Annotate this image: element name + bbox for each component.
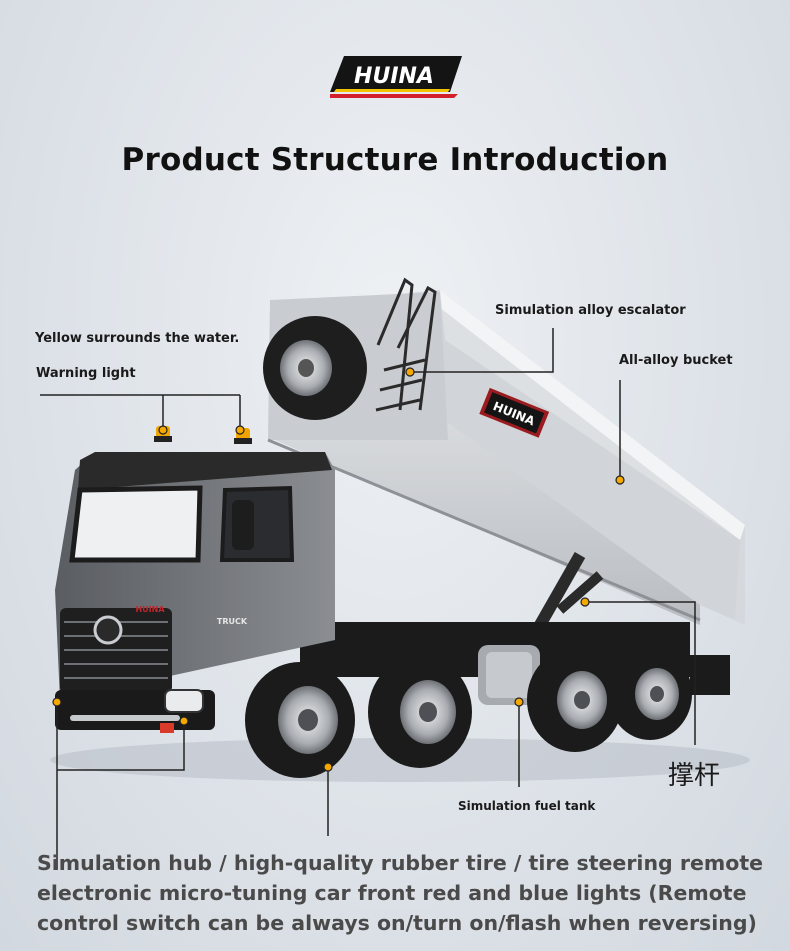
label-bucket: All-alloy bucket <box>619 353 733 368</box>
wheels <box>245 648 692 778</box>
callout-leader-lines <box>40 328 696 870</box>
huina-logo: HUINA <box>330 56 462 98</box>
dump-bucket: HUINA <box>267 290 745 625</box>
spare-tire <box>263 316 367 420</box>
cab: HUINA TRUCK <box>55 426 335 733</box>
label-yellow-surrounds: Yellow surrounds the water. <box>35 331 240 346</box>
label-escalator: Simulation alloy escalator <box>495 303 686 318</box>
label-fuel-tank: Simulation fuel tank <box>458 799 596 813</box>
label-strut: 撑杆 <box>668 761 721 791</box>
feature-description: Simulation hub / high-quality rubber tir… <box>37 851 764 935</box>
front-badge: HUINA <box>135 605 165 614</box>
page-title: Product Structure Introduction <box>121 142 669 178</box>
escalator-ladder <box>375 277 437 412</box>
label-warning-light: Warning light <box>36 366 136 381</box>
fuel-tank <box>478 645 540 705</box>
door-badge: TRUCK <box>217 617 248 626</box>
callout-dots <box>52 367 625 772</box>
logo-text: HUINA <box>354 64 434 89</box>
lift-strut <box>534 552 604 628</box>
